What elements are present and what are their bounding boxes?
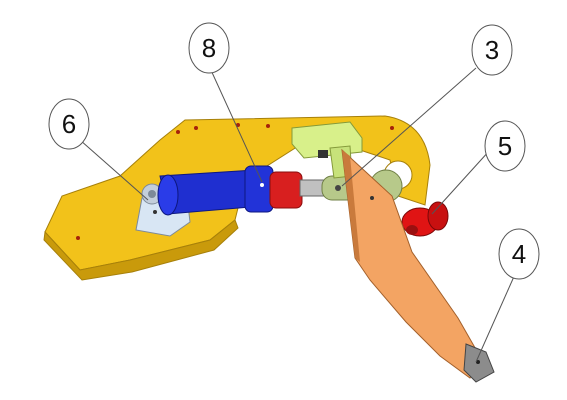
callout-6: 6: [48, 98, 90, 150]
callout-6-label: 6: [62, 109, 76, 139]
callout-8: 8: [188, 22, 230, 74]
callout-3-label: 3: [485, 35, 499, 65]
lever-arm: [341, 148, 483, 379]
callout-5-label: 5: [498, 131, 512, 161]
callout-5: 5: [484, 120, 526, 172]
callout-4: 4: [498, 228, 540, 280]
callout-3: 3: [471, 24, 513, 76]
pneumatic-cylinder: [157, 165, 325, 216]
rod-collar: [269, 171, 303, 209]
piston-rod: [299, 179, 325, 197]
callout-4-label: 4: [512, 239, 526, 269]
tip-block: [463, 343, 495, 383]
red-roller: [401, 201, 449, 237]
leader-lines: [79, 67, 517, 363]
callout-8-label: 8: [202, 33, 216, 63]
